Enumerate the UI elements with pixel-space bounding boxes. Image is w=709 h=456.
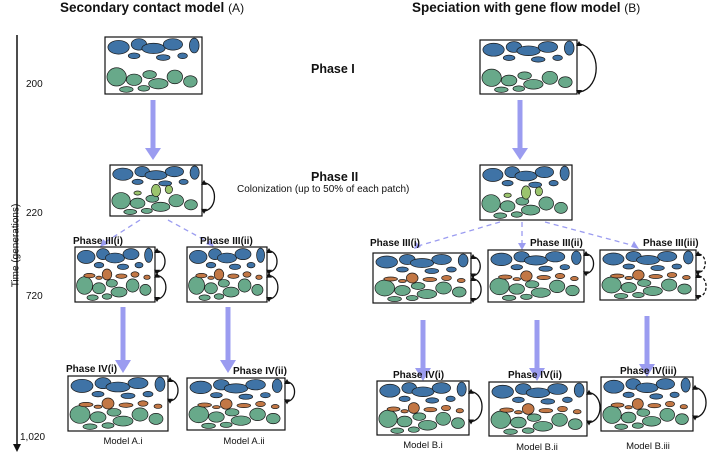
b-phase-3-iii-label: Phase III(iii) xyxy=(643,238,699,249)
left-model-title: Secondary contact model (A) xyxy=(60,0,244,15)
panel-a-phase-4-i xyxy=(67,375,169,432)
branch-arrowheads xyxy=(100,239,639,250)
b-phase-3-i-label: Phase III(i) xyxy=(370,238,421,249)
b-phase-4-i-label: Phase IV(i) xyxy=(393,370,445,381)
panel-b-phase-4-i xyxy=(376,380,470,436)
model-b-iii-label: Model B.iii xyxy=(626,441,670,452)
a-phase-3-ii-label: Phase III(ii) xyxy=(200,236,253,247)
branch-arrows xyxy=(103,219,636,247)
time-axis-arrowhead xyxy=(13,444,21,452)
b-phase-3-ii-label: Phase III(ii) xyxy=(530,238,583,249)
right-model-title: Speciation with gene flow model (B) xyxy=(412,0,640,15)
panel-a-phase-3-i xyxy=(74,246,156,303)
left-model-tag: (A) xyxy=(228,1,245,15)
left-model-title-text: Secondary contact model xyxy=(60,0,225,15)
time-axis-label: Time (generations) xyxy=(10,203,22,288)
b-phase-4-iii-label: Phase IV(iii) xyxy=(620,366,677,377)
model-b-i-label: Model B.i xyxy=(403,440,443,451)
time-tick-220: 220 xyxy=(26,208,43,219)
time-tick-1020: 1,020 xyxy=(20,432,46,443)
right-model-tag: (B) xyxy=(624,1,641,15)
panel-a-phase-4-ii xyxy=(186,377,286,431)
a-phase-4-ii-label: Phase IV(ii) xyxy=(233,366,287,377)
panel-a-phase-2 xyxy=(109,164,203,217)
panel-b-phase-2 xyxy=(479,164,573,221)
panel-b-phase-3-ii xyxy=(487,249,585,303)
right-model-title-text: Speciation with gene flow model xyxy=(412,0,621,15)
model-a-i-label: Model A.i xyxy=(103,436,143,447)
model-b-ii-label: Model B.ii xyxy=(516,442,558,453)
model-a-ii-label: Model A.ii xyxy=(223,436,265,447)
b-phase-4-ii-label: Phase IV(ii) xyxy=(508,370,562,381)
time-tick-200: 200 xyxy=(26,79,43,90)
panel-b-phase-3-i xyxy=(372,252,472,304)
time-tick-720: 720 xyxy=(26,291,43,302)
panel-b-phase-4-ii xyxy=(488,381,588,437)
phase-2-caption: Colonization (up to 50% of each patch) xyxy=(237,184,410,195)
flow-arrows xyxy=(115,100,655,381)
panel-b-phase-4-iii xyxy=(600,376,694,432)
panel-a-phase-3-ii xyxy=(186,246,268,303)
panel-b-phase-3-iii xyxy=(599,249,697,301)
phase-1-label: Phase I xyxy=(311,62,355,76)
habitat-panels xyxy=(67,36,707,437)
panel-b-phase-1 xyxy=(479,39,578,95)
panel-a-phase-1 xyxy=(104,36,203,95)
a-phase-3-i-label: Phase III(i) xyxy=(73,236,124,247)
a-phase-4-i-label: Phase IV(i) xyxy=(66,364,118,375)
phase-2-label: Phase II xyxy=(311,170,359,184)
